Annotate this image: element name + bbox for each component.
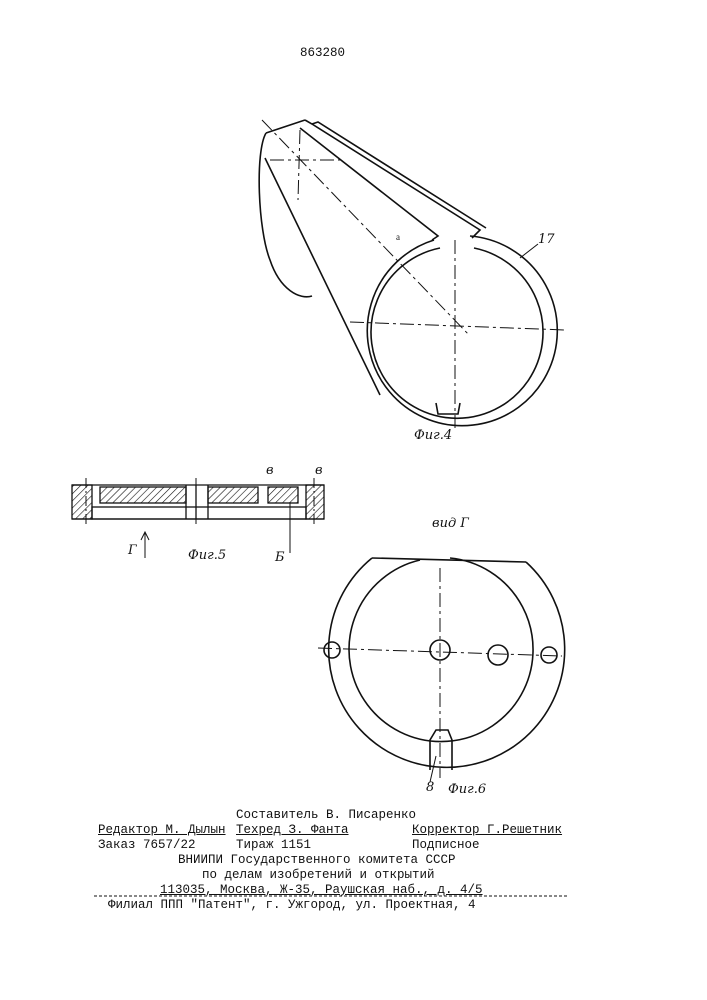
- colophon-rule: [0, 0, 707, 1000]
